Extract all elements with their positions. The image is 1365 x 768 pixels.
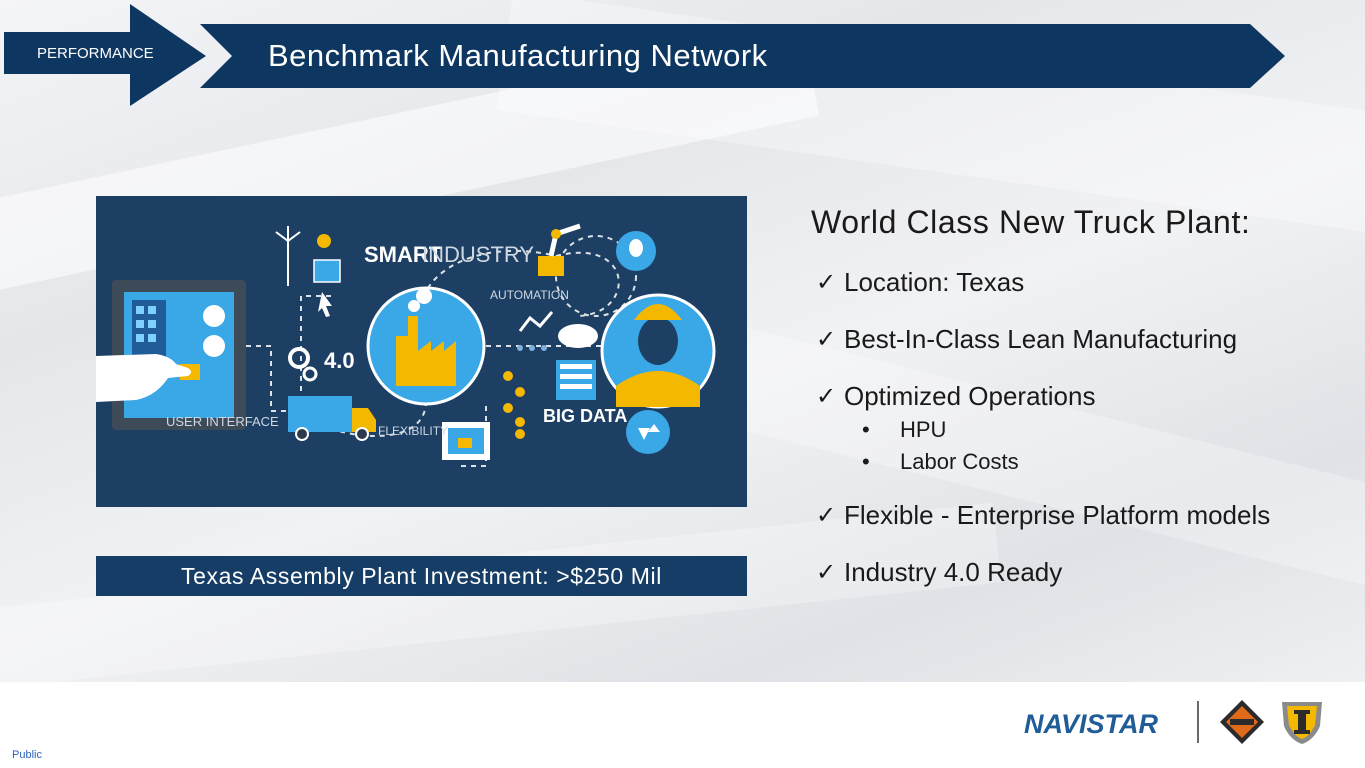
robot-arm-icon [538,223,581,276]
bullet-icon: • [862,449,870,474]
worker-body-icon [616,371,700,407]
list-item: ✓ Flexible - Enterprise Platform models [816,500,1271,530]
bullet-icon: • [862,417,870,442]
navistar-logo: NAVISTAR [1024,709,1158,739]
big-data-label: BIG DATA [543,406,627,426]
logo-divider [1197,701,1199,743]
sub-list-item: •Labor Costs [862,449,1019,474]
list-item: ✓ Optimized Operations [816,381,1096,411]
light-bulb-icon [629,239,643,257]
ic-bus-shield-emblem [1282,702,1322,744]
investment-caption: Texas Assembly Plant Investment: >$250 M… [96,556,747,596]
factory-icon [396,316,456,386]
list-item: ✓ Best-In-Class Lean Manufacturing [816,324,1238,354]
classification-label: Public [12,749,42,761]
checkmark-icon: ✓ [816,383,837,410]
analytics-icon [518,311,554,332]
truck-icon [288,396,376,441]
hand-icon [96,354,191,402]
flexibility-label: FLEXIBILITY [378,424,448,438]
hard-hat-icon [634,304,682,320]
industry-4-label: 4.0 [324,348,355,373]
automation-label: AUTOMATION [490,288,569,302]
section-label: PERFORMANCE [37,45,154,62]
list-item: ✓ Industry 4.0 Ready [816,557,1063,587]
infographic-illustration: 4.0 SMART INDUSTRY AUTOMATION [96,223,716,467]
checkmark-icon: ✓ [816,559,837,586]
sub-list-item: •HPU [862,417,947,442]
cursor-icon [318,292,332,317]
smart-label: SMART [364,242,443,267]
smart-industry-infographic: 4.0 SMART INDUSTRY AUTOMATION [96,196,747,507]
checkmark-icon: ✓ [816,502,837,529]
gear-icon [288,347,310,369]
server-icon [556,360,596,400]
wind-turbine-icon [275,226,301,286]
solar-panel-icon [313,259,341,283]
section-tag [4,4,206,106]
user-interface-label: USER INTERFACE [166,414,279,429]
checkmark-icon: ✓ [816,326,837,353]
title-ribbon [200,24,1285,88]
network-nodes-icon [503,371,525,439]
page-title: Benchmark Manufacturing Network [268,38,768,73]
sun-icon [317,234,331,248]
checkmark-icon: ✓ [816,269,837,296]
slide-footer [0,682,1365,768]
transfer-arrows-icon [638,424,660,440]
international-diamond-emblem [1220,700,1264,744]
list-item: ✓ Location: Texas [816,267,1025,297]
industry-label: INDUSTRY [422,242,534,267]
gear-icon [302,366,318,382]
plant-heading: World Class New Truck Plant: [811,204,1251,240]
cloud-icon [558,324,598,348]
svg-text:NAVISTAR: NAVISTAR [1024,709,1158,739]
